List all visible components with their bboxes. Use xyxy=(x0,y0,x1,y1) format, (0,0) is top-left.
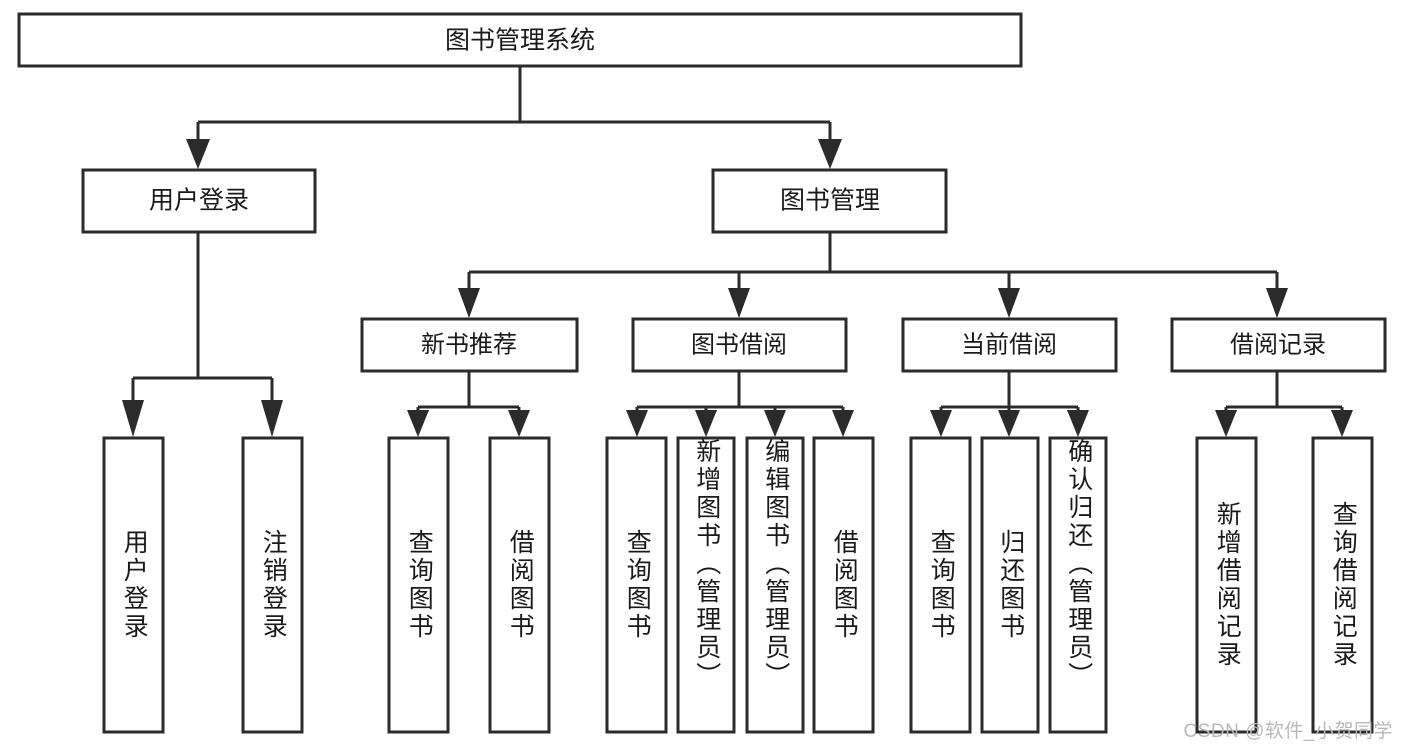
arrow-head-recommend-leaf-2 xyxy=(508,410,530,437)
node-book-management-label: 图书管理 xyxy=(780,187,880,215)
arrow-head-borrow-leaf-1 xyxy=(626,410,648,437)
node-leaf-borrow-query-book[interactable] xyxy=(605,436,668,734)
node-current-borrow[interactable] xyxy=(901,317,1118,373)
arrow-head-new-book-recommend xyxy=(458,288,480,318)
arrow-head-current-leaf-1 xyxy=(930,410,952,437)
node-leaf-current-return-book[interactable] xyxy=(980,436,1040,734)
node-borrow-record[interactable] xyxy=(1170,317,1387,373)
node-book-borrow[interactable] xyxy=(631,317,848,373)
arrow-head-current-leaf-3 xyxy=(1067,410,1089,437)
node-new-book-recommend[interactable] xyxy=(360,317,579,373)
arrow-head-record-leaf-1 xyxy=(1215,410,1237,437)
node-new-book-recommend-label: 新书推荐 xyxy=(421,331,517,358)
arrow-head-borrow-leaf-2 xyxy=(695,410,717,437)
node-leaf-logout[interactable] xyxy=(241,436,304,734)
node-user-login[interactable] xyxy=(81,168,317,234)
node-leaf-record-add-record[interactable] xyxy=(1195,436,1258,734)
node-borrow-record-label: 借阅记录 xyxy=(1230,331,1326,358)
connector-layer xyxy=(122,67,1353,437)
node-leaf-record-query-record[interactable] xyxy=(1311,436,1374,734)
node-current-borrow-label: 当前借阅 xyxy=(961,331,1057,358)
node-leaf-user-login[interactable] xyxy=(102,436,165,734)
node-leaf-borrow-borrow-book[interactable] xyxy=(812,436,875,734)
arrow-head-leaf-user-login xyxy=(122,400,144,437)
node-leaf-recommend-borrow-book[interactable] xyxy=(488,436,551,734)
node-root-book-management-system[interactable] xyxy=(17,12,1023,68)
node-leaf-borrow-add-book[interactable] xyxy=(676,436,736,734)
node-leaf-current-query-book[interactable] xyxy=(909,436,972,734)
arrow-head-borrow-leaf-4 xyxy=(832,410,854,437)
arrow-head-current-leaf-2 xyxy=(998,410,1020,437)
arrow-head-borrow-record xyxy=(1266,288,1288,318)
node-leaf-borrow-edit-book[interactable] xyxy=(745,436,805,734)
arrow-head-leaf-logout xyxy=(261,400,283,437)
node-leaf-recommend-query-book[interactable] xyxy=(387,436,450,734)
arrow-head-current-borrow xyxy=(998,288,1020,318)
arrow-head-book-borrow xyxy=(728,288,750,318)
watermark-text: CSDN @软件_小贺同学 xyxy=(1183,721,1393,742)
arrow-head-borrow-leaf-3 xyxy=(764,410,786,437)
arrow-head-book-mgmt xyxy=(818,139,842,169)
node-user-login-label: 用户登录 xyxy=(149,187,249,215)
node-book-borrow-label: 图书借阅 xyxy=(691,331,787,358)
arrow-head-record-leaf-2 xyxy=(1331,410,1353,437)
arrow-head-recommend-leaf-1 xyxy=(407,410,429,437)
node-root-label: 图书管理系统 xyxy=(445,27,595,55)
node-book-management[interactable] xyxy=(711,168,948,234)
node-leaf-current-confirm-return[interactable] xyxy=(1048,436,1108,734)
arrow-head-user-login xyxy=(186,139,210,169)
node-layer: 图书管理系统 用户登录 图书管理 新书推荐 图书借阅 当前借阅 借阅记录 xyxy=(17,12,1387,734)
